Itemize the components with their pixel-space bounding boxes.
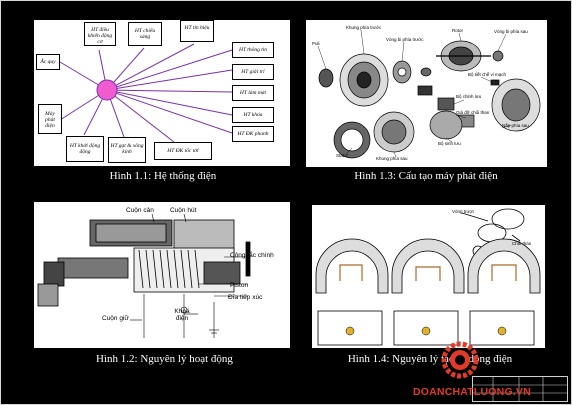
box-ht-chieu-sang: HT chiếu sáng <box>128 22 162 46</box>
label-cong-tac-chinh: Công tắc chính <box>230 252 274 259</box>
title-block-grid <box>473 377 567 401</box>
label-nap-phia-sau: Nắp phía sau <box>502 123 529 128</box>
box-ht-dieu-khien-dong-co: HT điều khiển động cơ <box>84 22 116 46</box>
label-khung-phia-sau: Khung phía sau <box>376 156 408 161</box>
label-khung-phia-truoc: Khung phía trước <box>346 25 382 30</box>
caption-fig-1-2: Hình 1.2: Nguyên lý hoạt động <box>96 353 233 365</box>
star-connectors <box>59 43 233 143</box>
label-cuon-giu: Cuộn giữ <box>102 315 129 322</box>
starter-diagram <box>37 213 251 338</box>
label-dia-tiep-xuc: Đĩa tiếp xúc <box>228 294 263 301</box>
label-bo-sinh-luu: Bộ sinh lưu <box>438 141 461 146</box>
hub-circle <box>96 79 118 101</box>
box-ht-giai-tri: HT giải trí <box>232 64 274 80</box>
current-generation-diagram <box>315 208 541 346</box>
label-khoa-dien: Khoá điện <box>174 308 190 322</box>
box-ht-dk-toc-toi: HT ĐK tốc tời <box>154 142 212 160</box>
box-ht-gat-xong-kinh: HT gạt & xông kính <box>108 137 146 163</box>
label-cuon-can: Cuộn cản <box>126 207 154 214</box>
box-ht-dk-phanh: HT ĐK phanh <box>232 126 274 142</box>
box-ht-lam-mat: HT làm mát <box>232 85 274 101</box>
alternator-exploded-view <box>317 29 541 159</box>
label-vong-bi-phia-sau: Vòng bi phía sau <box>494 29 528 34</box>
figure-1-1-panel: Ắc quy Máy phát điện HT điều khiển động … <box>34 20 290 166</box>
label-choi-than: Chổi than <box>512 241 532 246</box>
label-bo-tiet-che: Bộ tiết chế vi mạch <box>468 72 507 77</box>
logo-text: DOANCHATLUONG.VN <box>413 386 531 398</box>
figure-1-2-panel: Cuộn cản Cuộn hút Công tắc chính Piston … <box>34 202 290 348</box>
label-piston: Piston <box>230 282 249 289</box>
label-bo-chinh-luu: Bộ chỉnh lưu <box>456 94 482 99</box>
box-acquy: Ắc quy <box>36 54 60 70</box>
title-block <box>472 376 568 402</box>
label-puli: Puli <box>312 41 320 46</box>
caption-fig-1-3: Hình 1.3: Cấu tạo máy phát điện <box>354 170 498 182</box>
caption-fig-1-1: Hình 1.1: Hệ thống điện <box>109 170 217 182</box>
label-vong-bi-phia-truoc: Vòng bi phía trước <box>386 37 424 42</box>
caption-fig-1-4: Hình 1.4: Nguyên lý tạo ra dòng điện <box>347 353 513 365</box>
label-stator: Stator <box>336 153 349 158</box>
box-may-phat-dien: Máy phát điện <box>38 104 62 134</box>
box-ht-khoa: HT khóa <box>232 107 274 123</box>
box-ht-thong-tin: HT thông tin <box>232 42 274 58</box>
box-ht-tin-hieu: HT tín hiệu <box>180 20 214 42</box>
label-vong-truot: Vòng trượt <box>452 209 474 214</box>
figure-1-3-panel: Khung phía trước Vòng bi phía trước Roto… <box>306 20 547 167</box>
label-cuon-hut: Cuộn hút <box>170 207 197 214</box>
label-gia-do-choi-than: Giá đỡ chổi than <box>456 110 490 115</box>
gear-logo-icon <box>441 341 479 379</box>
label-rotor: Rotor <box>452 28 464 33</box>
figure-1-4-panel: Vòng trượt Chổi than <box>312 205 545 348</box>
box-ht-khoi-dong: HT khởi động động <box>66 136 104 162</box>
